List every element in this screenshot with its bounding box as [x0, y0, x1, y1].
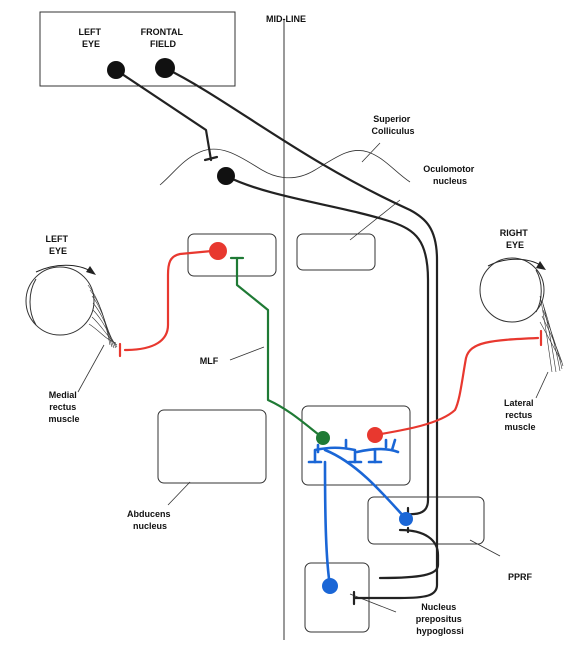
left-medial-rectus-fibers	[87, 284, 118, 349]
pprf-to-prepositus-pathway	[378, 528, 440, 580]
right-eye-rotation-arrow	[487, 258, 543, 267]
abducens-to-lateral-rectus-pathway	[373, 336, 540, 437]
left-eye-cornea	[29, 278, 37, 326]
right-oculomotor-nucleus-box	[296, 233, 376, 271]
left-eye-field-to-colliculus-pathway	[114, 68, 213, 162]
nucleus-prepositus-label: Nucleus prepositus hypoglossi	[416, 602, 465, 636]
frontal-field-neuron[interactable]	[155, 58, 175, 78]
right-eyeball	[479, 257, 545, 323]
colliculus-to-pprf-pathway	[224, 174, 430, 516]
right-lateral-rectus-fibers	[539, 295, 564, 373]
lateral-rectus-pointer	[535, 371, 549, 399]
oculomotor-nucleus-label: Oculomotor nucleus	[423, 164, 477, 186]
mlf-pointer	[229, 346, 265, 361]
nucleus-prepositus-pointer	[349, 593, 397, 613]
pprf-box	[367, 496, 485, 545]
medial-rectus-label: Medial rectus muscle	[48, 390, 79, 424]
abducens-branch-pathway	[313, 438, 408, 521]
blue-synapse-bars	[307, 438, 388, 464]
pprf-pointer	[469, 539, 501, 557]
left-oculomotor-nucleus-box	[187, 233, 277, 277]
abducens-motoneuron[interactable]	[367, 427, 383, 443]
lateral-rectus-label: Lateral rectus muscle	[504, 398, 536, 432]
oculomotor-to-medial-rectus-pathway	[123, 249, 214, 352]
left-eye-label: LEFT EYE	[45, 234, 70, 256]
left-eye-field-label: LEFT EYE	[78, 27, 103, 49]
abducens-nucleus-pointer	[167, 481, 191, 506]
pprf-label: PPRF	[508, 572, 533, 582]
right-abducens-nucleus-box	[301, 405, 411, 486]
oculomotor-motoneuron[interactable]	[209, 242, 227, 260]
left-abducens-nucleus-box	[157, 409, 267, 484]
frontal-field-to-pprf-pathway	[163, 66, 439, 600]
prepositus-neuron[interactable]	[322, 578, 338, 594]
abducens-nucleus-label: Abducens nucleus	[127, 509, 173, 531]
mlf-pathway	[235, 256, 325, 440]
mlf-label: MLF	[200, 356, 219, 366]
frontal-field-label: FRONTAL FIELD	[141, 27, 186, 49]
left-eyeball	[25, 266, 95, 336]
left-eye-field-neuron[interactable]	[107, 61, 125, 79]
medial-rectus-pointer	[77, 344, 105, 393]
frontal-eye-field-box	[39, 11, 236, 87]
right-eye-arrowhead	[536, 261, 546, 270]
right-eye-label: RIGHT EYE	[500, 228, 531, 250]
superior-colliculus-outline	[159, 148, 411, 186]
oculomotor-nucleus-pointer	[349, 199, 401, 241]
pprf-neuron[interactable]	[399, 512, 413, 526]
superior-colliculus-pointer	[361, 142, 381, 163]
prepositus-ascending-pathway	[323, 460, 332, 588]
right-eye-cornea	[535, 269, 542, 313]
superior-colliculus-label: Superior Colliculus	[371, 114, 414, 136]
midline-label: MID-LINE	[266, 14, 306, 24]
colliculus-synapse-bar	[203, 155, 219, 162]
left-eye-arrowhead	[86, 266, 96, 275]
colliculus-neuron[interactable]	[217, 167, 235, 185]
internuclear-neuron[interactable]	[316, 431, 330, 445]
